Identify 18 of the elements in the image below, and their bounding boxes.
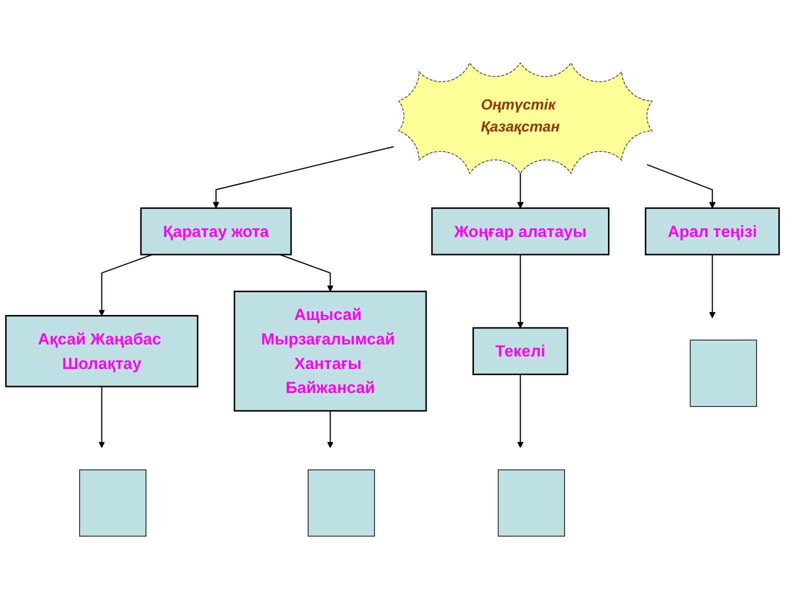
arrow — [327, 411, 334, 448]
arrow — [709, 255, 716, 319]
node-box: Жоңғар алатауы — [431, 208, 610, 256]
node-box: Арал теңізі — [644, 208, 780, 256]
node-box — [498, 470, 565, 537]
arrow — [98, 386, 105, 448]
node-box — [79, 470, 146, 537]
node-box: Ақсай Жаңабас Шолақтау — [5, 315, 198, 388]
arrow — [646, 164, 716, 209]
node-box: Текелі — [472, 328, 568, 376]
arrow — [517, 255, 524, 329]
node-box — [690, 340, 757, 408]
arrow — [212, 146, 394, 209]
arrow — [517, 374, 524, 448]
node-box: Ащысай Мырзағалымсай Хантағы Байжансай — [234, 291, 427, 412]
arrow — [517, 172, 524, 209]
node-box: Қаратау жота — [140, 208, 292, 256]
node-box — [308, 470, 375, 537]
